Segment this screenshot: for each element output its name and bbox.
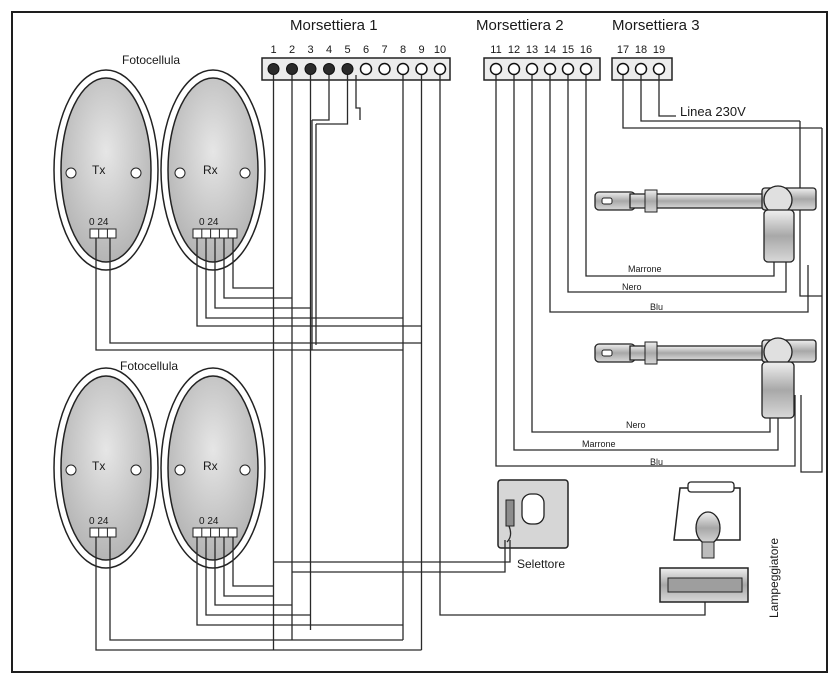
terminal-number: 19 [653, 44, 665, 56]
tx-terminal-label: 0 24 [89, 217, 109, 228]
terminal-number: 12 [508, 44, 520, 56]
photocell-transmitter: Tx 0 24 [53, 69, 159, 271]
wire-label: Nero [626, 420, 646, 430]
photocell-label: Fotocellula [122, 53, 180, 67]
photocell-top-cables [95, 238, 422, 351]
terminal-number: 14 [544, 44, 556, 56]
terminal-block-1: Morsettiera 1 1 2 3 4 5 6 7 8 9 10 [261, 17, 451, 81]
tx-label: Tx [92, 459, 105, 473]
wire-label: Marrone [628, 264, 662, 274]
wire-label: Blu [650, 457, 663, 467]
selector-label: Selettore [517, 557, 565, 571]
flasher-label: Lampeggiatore [767, 538, 781, 618]
terminal-1-wiring [272, 75, 706, 650]
terminal-number: 8 [400, 44, 406, 56]
wire-label: Marrone [582, 439, 616, 449]
tx-label: Tx [92, 163, 105, 177]
terminal-number: 15 [562, 44, 574, 56]
flasher-lamp: Lampeggiatore [659, 481, 781, 618]
rx-terminal-label: 0 24 [199, 217, 219, 228]
terminal-number: 3 [307, 44, 313, 56]
photocell-pair-top: Fotocellula Tx 0 24 Rx 0 24 [53, 53, 266, 271]
actuator-top: Marrone Nero Blu [594, 185, 817, 312]
terminal-number: 16 [580, 44, 592, 56]
photocell-label: Fotocellula [120, 359, 178, 373]
terminal-number: 4 [326, 44, 332, 56]
photocell-receiver: Rx 0 24 [160, 69, 266, 271]
terminal-number: 1 [270, 44, 276, 56]
terminal-number: 17 [617, 44, 629, 56]
power-line: Linea 230V [622, 75, 822, 129]
terminal-number: 2 [289, 44, 295, 56]
rx-label: Rx [203, 459, 218, 473]
rx-terminal-label: 0 24 [199, 516, 219, 527]
tx-terminal-label: 0 24 [89, 516, 109, 527]
rx-label: Rx [203, 163, 218, 177]
actuator-wiring [495, 75, 823, 473]
diagram-frame [11, 11, 828, 673]
photocell-receiver: Rx 0 24 [160, 367, 266, 569]
terminal-block-2: Morsettiera 2 11 12 13 14 15 16 [476, 17, 601, 81]
terminal-block-3-title: Morsettiera 3 [612, 17, 700, 34]
terminal-number: 13 [526, 44, 538, 56]
terminal-number: 7 [381, 44, 387, 56]
wire-label: Blu [650, 302, 663, 312]
terminal-block-2-title: Morsettiera 2 [476, 17, 564, 34]
actuator-bottom: Nero Marrone Blu [582, 337, 817, 467]
photocell-transmitter: Tx 0 24 [53, 367, 159, 569]
photocell-bottom-cables [95, 537, 422, 651]
terminal-number: 9 [418, 44, 424, 56]
terminal-number: 18 [635, 44, 647, 56]
power-line-label: Linea 230V [680, 104, 746, 119]
terminal-number: 11 [490, 44, 501, 56]
key-selector: Selettore [273, 479, 569, 573]
terminal-number: 5 [344, 44, 350, 56]
photocell-pair-bottom: Fotocellula Tx 0 24 Rx 0 24 [53, 359, 266, 569]
terminal-number: 6 [363, 44, 369, 56]
terminal-number: 10 [434, 44, 446, 56]
terminal-block-1-title: Morsettiera 1 [290, 17, 378, 34]
terminal-block-3: Morsettiera 3 17 18 19 [611, 17, 700, 81]
wire-label: Nero [622, 282, 642, 292]
